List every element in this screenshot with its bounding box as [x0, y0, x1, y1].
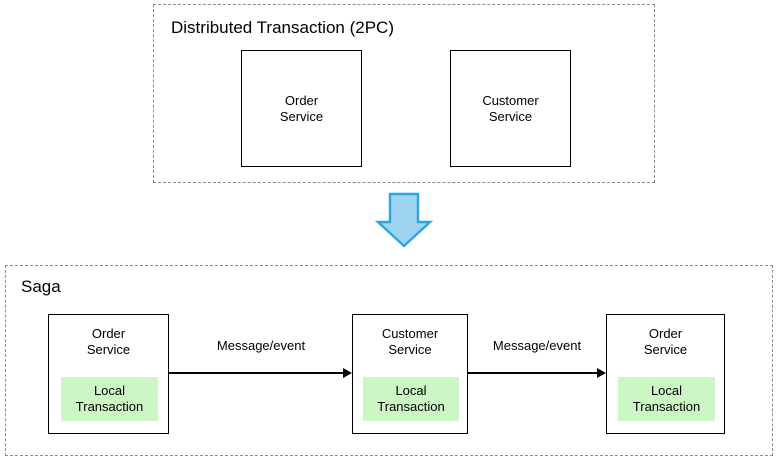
connector-edge-1-label: Message/event: [216, 338, 306, 353]
connector-edge-2-label: Message/event: [492, 338, 582, 353]
down-arrow-icon: [374, 192, 434, 248]
group-saga: [5, 265, 773, 456]
local-transaction-badge-2: Local Transaction: [363, 377, 459, 421]
group-distributed-transaction: [153, 4, 655, 183]
service-box-order-service-top-label: Order Service: [279, 93, 324, 124]
service-box-order-service-2-label: Order Service: [643, 326, 688, 357]
connector-edge-1-arrowhead: [343, 368, 352, 378]
service-box-order-service-1-label: Order Service: [86, 326, 131, 357]
connector-edge-2-arrowhead: [597, 368, 606, 378]
local-transaction-badge-3: Local Transaction: [618, 377, 715, 421]
service-box-order-service-1[interactable]: Order Service Local Transaction: [48, 314, 169, 434]
service-box-customer-service-top-label: Customer Service: [482, 93, 539, 124]
service-box-order-service-top[interactable]: Order Service: [241, 50, 362, 167]
service-box-order-service-2[interactable]: Order Service Local Transaction: [606, 314, 725, 434]
group-distributed-transaction-title: Distributed Transaction (2PC): [171, 18, 394, 37]
service-box-customer-service-1[interactable]: Customer Service Local Transaction: [352, 314, 468, 434]
service-box-customer-service-1-label: Customer Service: [381, 326, 439, 357]
connector-edge-2: [468, 372, 597, 374]
local-transaction-badge-1: Local Transaction: [61, 377, 158, 421]
connector-edge-1: [169, 372, 343, 374]
service-box-customer-service-top[interactable]: Customer Service: [450, 50, 571, 167]
group-saga-title: Saga: [21, 277, 61, 296]
